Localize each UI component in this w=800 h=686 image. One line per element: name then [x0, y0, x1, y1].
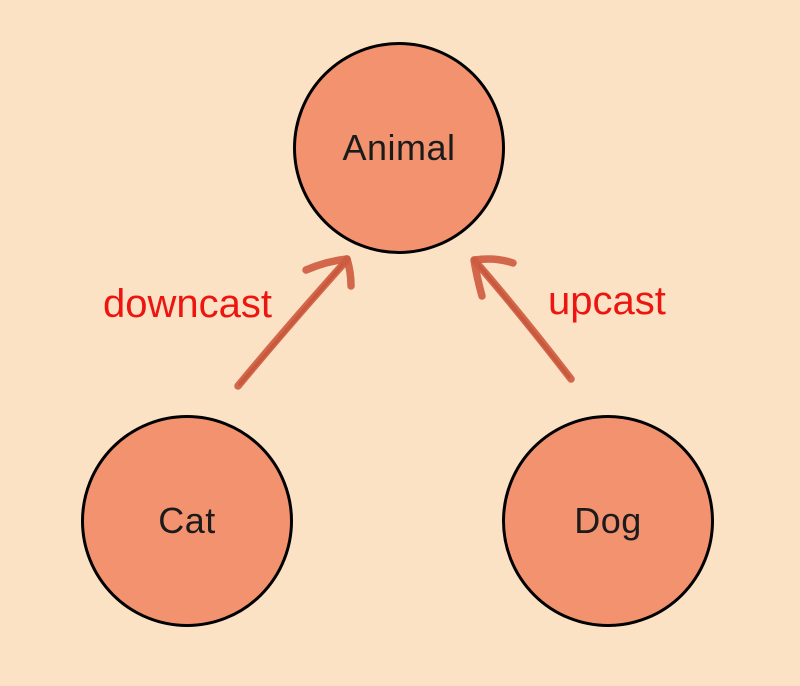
edge-label-downcast: downcast: [103, 282, 272, 326]
downcast-arrow-icon: [234, 255, 355, 390]
node-dog-label: Dog: [574, 500, 642, 541]
node-cat: Cat: [81, 415, 293, 627]
node-animal: Animal: [293, 42, 505, 254]
node-cat-label: Cat: [158, 500, 216, 541]
upcast-arrow-icon: [470, 255, 575, 383]
node-dog: Dog: [502, 415, 714, 627]
edge-label-upcast: upcast: [548, 279, 666, 323]
node-animal-label: Animal: [342, 127, 456, 168]
